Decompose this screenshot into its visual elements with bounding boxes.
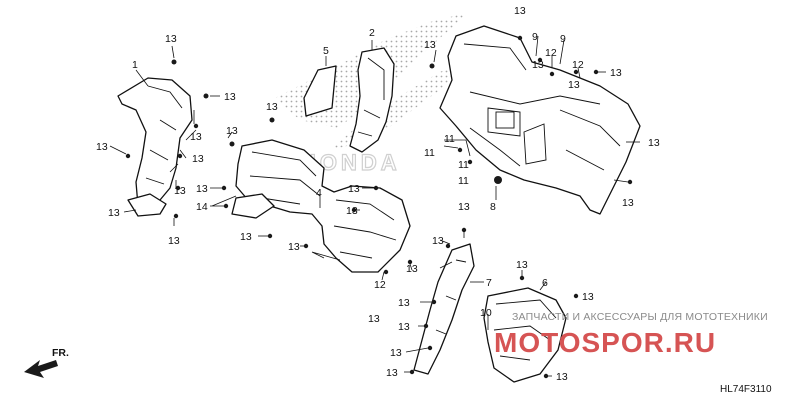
leader-lines [109, 35, 640, 377]
callout-label: 13 [96, 141, 108, 153]
callout-label: 4 [316, 187, 322, 199]
callout-label: 13 [346, 205, 358, 217]
callout-label: 12 [572, 59, 584, 71]
callout-label: 10 [480, 307, 492, 319]
callout-label: 13 [390, 347, 402, 359]
callout-label: 13 [190, 131, 202, 143]
callout-label: 13 [532, 59, 544, 71]
callout-label: 13 [622, 197, 634, 209]
callout-label: 13 [226, 125, 238, 137]
callout-label: 13 [516, 259, 528, 271]
callout-label: 13 [224, 91, 236, 103]
callout-label: 6 [542, 277, 548, 289]
callout-label: 14 [196, 201, 208, 213]
callout-label: 13 [108, 207, 120, 219]
callout-label: 13 [368, 313, 380, 325]
callout-label: 13 [386, 367, 398, 379]
callout-label: 9 [560, 33, 566, 45]
callout-label: 11 [458, 159, 469, 171]
part-6-lower-right-panel [483, 287, 567, 383]
callout-labels: 13 1 13 13 13 13 13 13 13 5 2 13 13 13 1… [96, 5, 660, 383]
callout-label: 13 [348, 183, 360, 195]
part-1-rear-panel [439, 25, 641, 215]
part-2-upright-channel [349, 47, 395, 153]
part-7-lower-bracket [413, 243, 475, 375]
callout-label: 11 [458, 175, 469, 187]
diagram-code: HL74F3110 [720, 384, 772, 395]
callout-label: 13 [514, 5, 526, 17]
callout-label: 13 [196, 183, 208, 195]
fasteners [125, 35, 633, 379]
callout-label: 13 [168, 235, 180, 247]
part-4-inner-panel [231, 139, 411, 273]
callout-label: 13 [432, 235, 444, 247]
callout-label: 13 [406, 263, 418, 275]
callout-label: 13 [424, 39, 436, 51]
callout-label: 13 [648, 137, 660, 149]
part-3-left-pillar [117, 77, 193, 217]
front-direction-marker: FR. [24, 347, 69, 378]
part-5-small-panel [303, 65, 337, 117]
callout-label: 13 [610, 67, 622, 79]
callout-label: 11 [424, 147, 435, 159]
callout-label: 13 [568, 79, 580, 91]
callout-label: 11 [444, 133, 455, 145]
callout-label: 12 [374, 279, 386, 291]
callout-label: 13 [288, 241, 300, 253]
callout-label: 13 [266, 101, 278, 113]
callout-label: 13 [458, 201, 470, 213]
callout-label: 13 [174, 185, 186, 197]
callout-label: 13 [192, 153, 204, 165]
callout-label: 5 [323, 45, 329, 57]
callout-label: 13 [398, 321, 410, 333]
front-label: FR. [52, 347, 69, 359]
site-watermark: ЗАПЧАСТИ И АКСЕССУАРЫ ДЛЯ МОТОТЕХНИКИ MO… [494, 311, 768, 358]
callout-label: 1 [132, 59, 138, 71]
callout-label: 13 [582, 291, 594, 303]
callout-label: 12 [545, 47, 557, 59]
callout-label: 13 [165, 33, 177, 45]
callout-label: 13 [556, 371, 568, 383]
watermark-tagline: ЗАПЧАСТИ И АКСЕССУАРЫ ДЛЯ МОТОТЕХНИКИ [512, 311, 768, 323]
callout-label: 8 [490, 201, 496, 213]
callout-label: 7 [486, 277, 492, 289]
callout-label: 13 [398, 297, 410, 309]
callout-label: 13 [240, 231, 252, 243]
front-arrow-icon [24, 360, 58, 378]
callout-label: 9 [532, 31, 538, 43]
callout-label: 2 [369, 27, 375, 39]
watermark-brand: MOTOSPOR.RU [494, 327, 716, 358]
